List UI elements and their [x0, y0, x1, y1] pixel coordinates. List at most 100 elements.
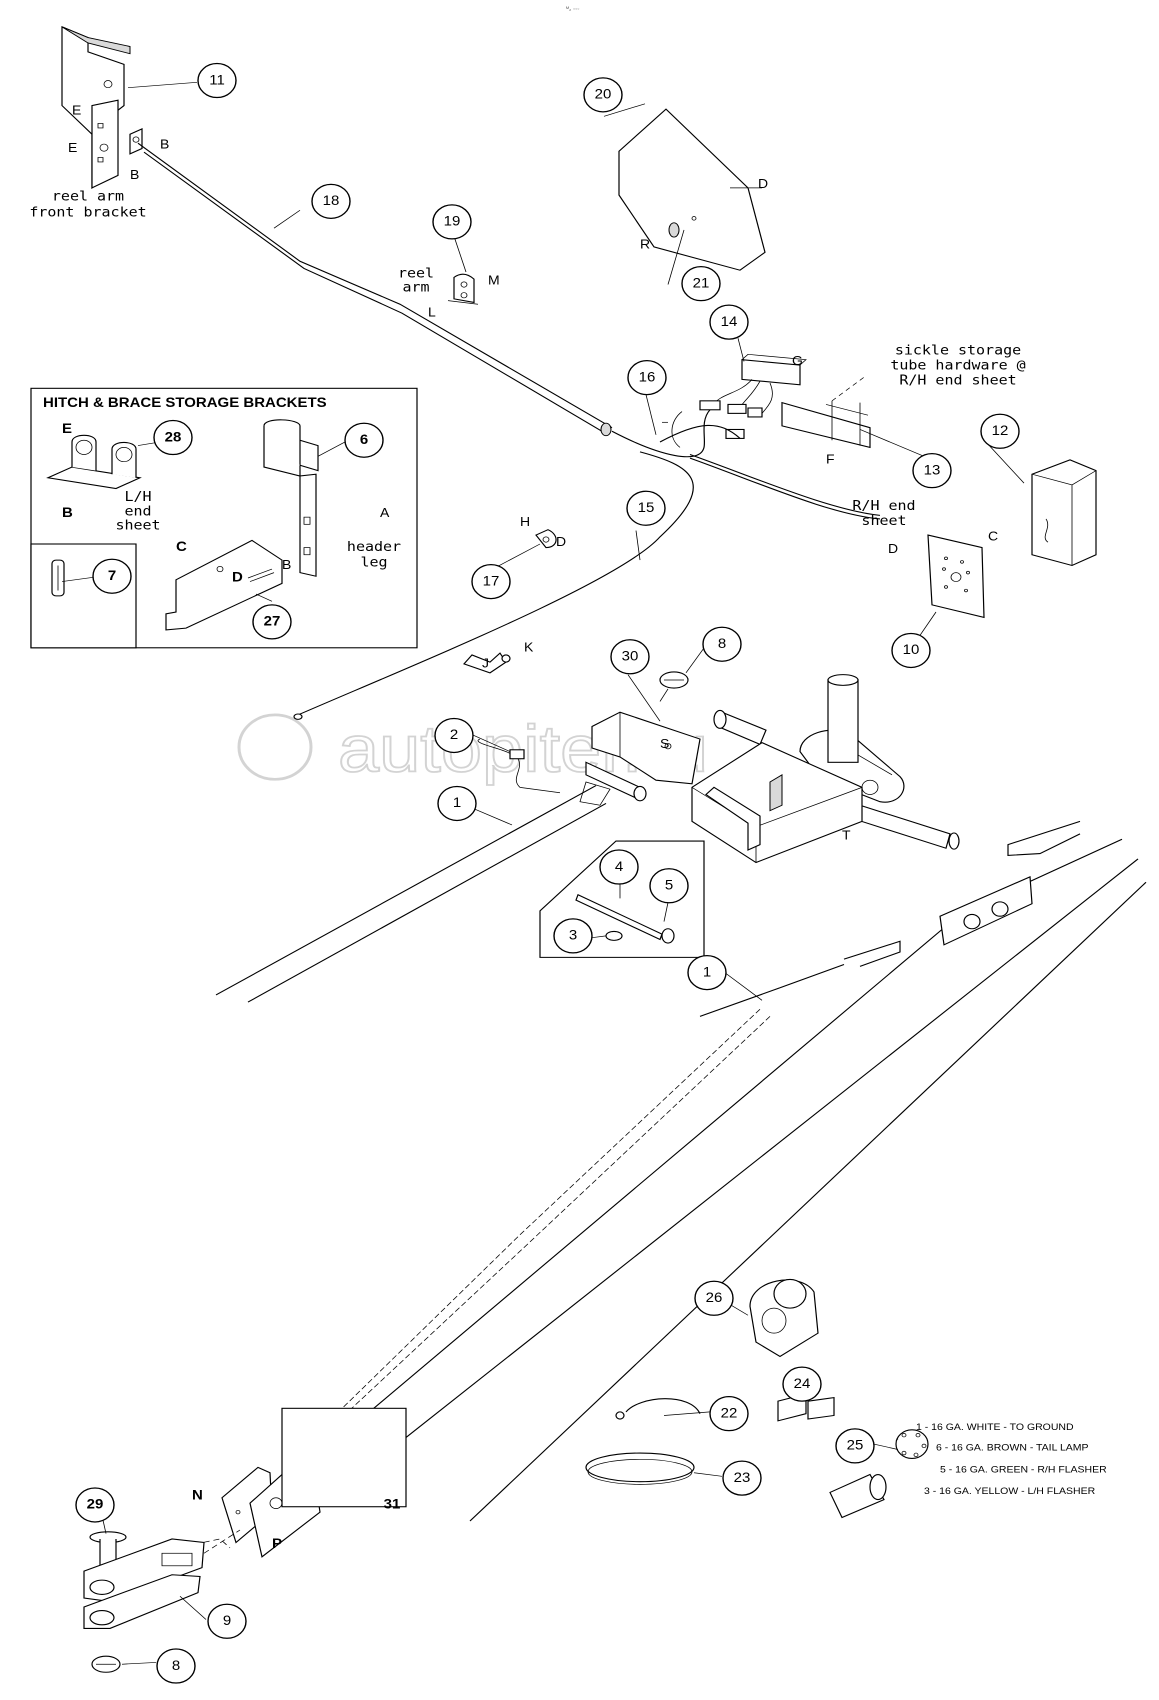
callout-22: 22 — [721, 1406, 738, 1421]
callout-31: 31 — [384, 1497, 401, 1512]
callouts: 11 20 18 19 21 14 16 12 13 28 6 15 17 10… — [75, 62, 1020, 1684]
letter-m: M — [488, 273, 500, 287]
callout-10: 10 — [903, 643, 920, 658]
note-lh-line3: sheet — [115, 518, 160, 533]
callout-18: 18 — [323, 194, 340, 209]
end-sheet-plate-10 — [927, 534, 985, 619]
callout-6: 6 — [360, 433, 368, 448]
note-sickle-line3: R/H end sheet — [899, 373, 1016, 388]
letter-h: H — [520, 515, 530, 529]
wiring-line-5: 5 - 16 GA. GREEN - R/H FLASHER — [940, 1465, 1107, 1475]
letter-a: A — [380, 506, 389, 520]
callout-11-ring — [197, 62, 237, 99]
warning-lamp-26 — [749, 1278, 819, 1358]
letter-k: K — [524, 640, 533, 654]
reel-arm-front-bracket — [61, 26, 143, 189]
note-sickle-line1: sickle storage — [895, 343, 1021, 358]
callout-28: 28 — [165, 430, 182, 445]
callout-16: 16 — [639, 370, 656, 385]
safety-chain — [299, 1009, 771, 1457]
callout-11: 11 — [209, 73, 225, 88]
letter-l: L — [428, 305, 436, 319]
letter-b-1: B — [160, 137, 169, 151]
wiring-line-6: 6 - 16 GA. BROWN - TAIL LAMP — [936, 1443, 1089, 1453]
callout-20: 20 — [595, 87, 612, 102]
storage-bracket-13 — [781, 375, 871, 449]
callout-25: 25 — [847, 1438, 864, 1453]
callout-5: 5 — [665, 878, 673, 893]
callout-17: 17 — [483, 574, 500, 589]
letter-n: N — [192, 1488, 203, 1503]
letter-b-box: B — [62, 506, 73, 521]
note-arm: arm — [402, 280, 429, 295]
callout-9: 9 — [223, 1614, 231, 1629]
letter-g: G — [792, 354, 803, 368]
callout-12: 12 — [992, 424, 1009, 439]
letter-d-box: D — [232, 570, 243, 585]
callout-19: 19 — [444, 214, 461, 229]
letter-b-leg: B — [282, 558, 291, 572]
letter-f: F — [826, 452, 835, 466]
sickle-guard-plate-20 — [618, 108, 766, 271]
callout-24: 24 — [794, 1377, 811, 1392]
leader-lines — [61, 81, 1025, 1665]
callout-1-upper: 1 — [453, 796, 461, 811]
callout-29: 29 — [87, 1497, 104, 1512]
letter-d-plate-10: D — [888, 542, 898, 556]
note-rh-end-line1: R/H end — [852, 499, 915, 514]
note-reel-arm-line1: reel arm — [52, 189, 124, 204]
clamp-22 — [615, 1398, 701, 1420]
callout-7: 7 — [108, 569, 116, 584]
clevis-9 — [83, 1529, 241, 1629]
hitch-ring-box-31 — [281, 1407, 407, 1508]
note-rh-end-line2: sheet — [861, 514, 906, 529]
letter-j: J — [482, 656, 489, 670]
callout-30: 30 — [622, 649, 639, 664]
clip-jk — [463, 652, 511, 674]
letter-c-plate: C — [988, 529, 999, 543]
tongue-frame-1 — [215, 785, 1147, 1524]
callout-4: 4 — [615, 859, 623, 874]
lynch-pin-8-lower — [91, 1655, 121, 1673]
top-mark: ᴹ₂ ◦◦◦ — [566, 6, 579, 13]
callout-26: 26 — [706, 1291, 723, 1306]
note-header-leg-line1: header — [347, 540, 402, 555]
wiring-line-1: 1 - 16 GA. WHITE - TO GROUND — [916, 1422, 1074, 1432]
note-lh-line2: end — [124, 504, 151, 519]
letter-s: S — [660, 737, 669, 751]
strap-23 — [585, 1452, 695, 1485]
lynch-pin-8-upper — [659, 671, 689, 702]
callout-13: 13 — [924, 463, 941, 478]
clip-17 — [535, 529, 557, 549]
note-sickle-line2: tube hardware @ — [890, 358, 1026, 373]
callout-1-lower: 1 — [703, 965, 711, 980]
reference-letters: E E B B D R M L G F E B A B C D C D H D … — [62, 103, 999, 1551]
letter-e-box: E — [62, 422, 72, 437]
letter-c-box: C — [176, 540, 187, 555]
callout-21: 21 — [693, 276, 710, 291]
letter-r: R — [640, 237, 650, 251]
letter-e-2: E — [68, 141, 77, 155]
box-title: HITCH & BRACE STORAGE BRACKETS — [43, 396, 327, 411]
letter-t: T — [842, 828, 851, 842]
wiring-line-3: 3 - 16 GA. YELLOW - L/H FLASHER — [924, 1487, 1095, 1497]
end-cap-12 — [1031, 459, 1097, 567]
note-header-leg-line2: leg — [360, 555, 387, 570]
reel-arm-bracket-19 — [447, 273, 479, 305]
callout-2: 2 — [450, 728, 458, 743]
callout-23: 23 — [734, 1471, 751, 1486]
callout-15: 15 — [638, 501, 655, 516]
note-front-bracket-line2: front bracket — [29, 205, 146, 220]
letter-d-clip: D — [556, 534, 566, 548]
wiring-legend: 1 - 16 GA. WHITE - TO GROUND 6 - 16 GA. … — [916, 1422, 1107, 1497]
note-lh-line1: L/H — [124, 490, 151, 505]
letter-b-2: B — [130, 168, 139, 182]
plug-25 — [829, 1429, 929, 1519]
callout-8-upper: 8 — [718, 637, 726, 652]
hitch-assembly — [477, 674, 960, 864]
notes: reel arm front bracket reel arm sickle s… — [29, 189, 1026, 570]
note-reel: reel — [398, 266, 434, 281]
callout-8-lower: 8 — [172, 1658, 180, 1673]
